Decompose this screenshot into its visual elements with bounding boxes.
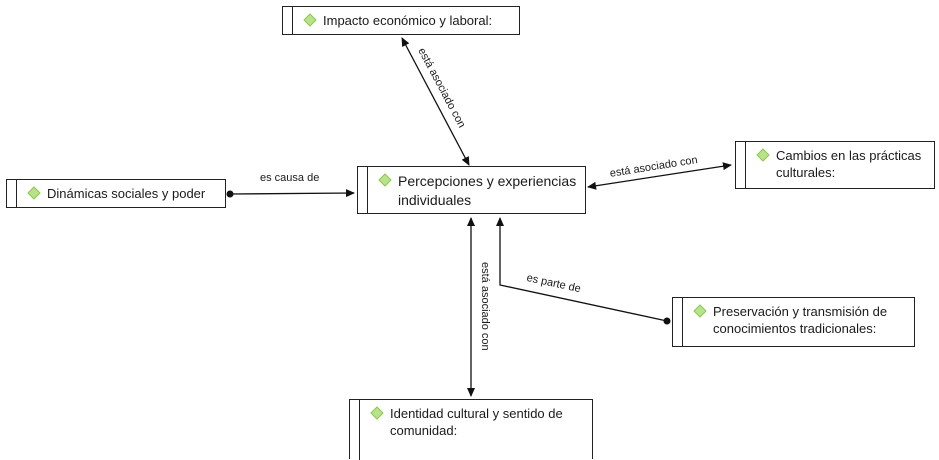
node-label: Percepciones y experiencias individuales <box>398 173 577 208</box>
diamond-icon <box>693 304 707 318</box>
node-dinamicas-sociales[interactable]: Dinámicas sociales y poder <box>6 179 226 208</box>
diamond-icon <box>378 173 392 187</box>
diamond-icon <box>756 148 770 162</box>
node-preservacion[interactable]: Preservación y transmisión de conocimien… <box>672 297 915 347</box>
edge-social-perceptions[interactable] <box>229 189 355 198</box>
node-cambios-culturales[interactable]: Cambios en las prácticas culturales: <box>735 141 935 189</box>
node-identidad-cultural[interactable]: Identidad cultural y sentido de comunida… <box>349 399 593 460</box>
node-label: Impacto económico y laboral: <box>323 13 493 28</box>
edge-economic-perceptions[interactable] <box>401 37 470 166</box>
edge-preservation-perceptions[interactable] <box>496 217 668 322</box>
edge-perceptions-cultural[interactable] <box>587 162 732 190</box>
edge-label-identity: está asociado con <box>479 262 491 351</box>
node-percepciones[interactable]: Percepciones y experiencias individuales <box>357 166 586 214</box>
diamond-icon <box>27 186 41 200</box>
node-label: Cambios en las prácticas culturales: <box>776 148 922 180</box>
diamond-icon <box>303 13 317 27</box>
node-label: Dinámicas sociales y poder <box>47 186 206 201</box>
node-label: Identidad cultural y sentido de comunida… <box>390 406 563 438</box>
edge-start-dot-social <box>226 190 234 198</box>
node-impacto-economico[interactable]: Impacto económico y laboral: <box>282 6 520 35</box>
edge-start-dot-preservation <box>663 317 671 325</box>
edge-label-es-causa-de: es causa de <box>260 172 320 184</box>
diamond-icon <box>370 406 384 420</box>
node-label: Preservación y transmisión de conocimien… <box>713 304 888 336</box>
diagram-canvas <box>226 37 732 397</box>
